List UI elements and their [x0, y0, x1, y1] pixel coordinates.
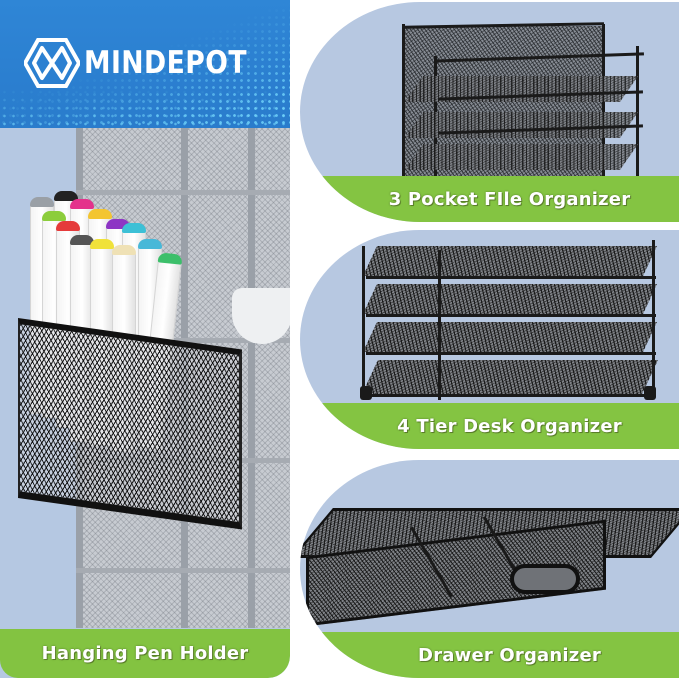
background-bowl-image: [232, 288, 290, 344]
brand-logo: MINDEPOT: [24, 38, 273, 88]
pen-holder-label-bar: Hanging Pen Holder: [0, 629, 290, 678]
drawer-organizer-product-image: [300, 478, 679, 627]
file-organizer-product-image: [374, 16, 644, 182]
hanging-pen-holder-panel: MINDEPOT: [0, 0, 290, 678]
drawer-organizer-label-bar: Drawer Organizer: [300, 632, 679, 678]
file-organizer-label: 3 Pocket FIle Organizer: [388, 188, 631, 210]
file-organizer-card: 3 Pocket FIle Organizer: [300, 2, 679, 222]
desk-organizer-product-image: [360, 236, 660, 404]
desk-organizer-label: 4 Tier Desk Organizer: [397, 415, 622, 437]
mindepot-hexagon-logo-icon: [24, 38, 80, 88]
mesh-pen-basket: [18, 318, 242, 530]
desk-organizer-label-bar: 4 Tier Desk Organizer: [300, 403, 679, 449]
brand-banner: MINDEPOT: [0, 0, 290, 128]
dot-pattern-decoration: [0, 88, 290, 128]
pen-holder-label: Hanging Pen Holder: [41, 643, 249, 664]
brand-name: MINDEPOT: [84, 45, 247, 81]
pen-holder-product-image: [0, 128, 290, 628]
drawer-organizer-card: Drawer Organizer: [300, 460, 679, 678]
drawer-organizer-label: Drawer Organizer: [418, 644, 601, 666]
desk-organizer-card: 4 Tier Desk Organizer: [300, 230, 679, 449]
file-organizer-label-bar: 3 Pocket FIle Organizer: [300, 176, 679, 222]
drawer-handle: [510, 564, 580, 594]
